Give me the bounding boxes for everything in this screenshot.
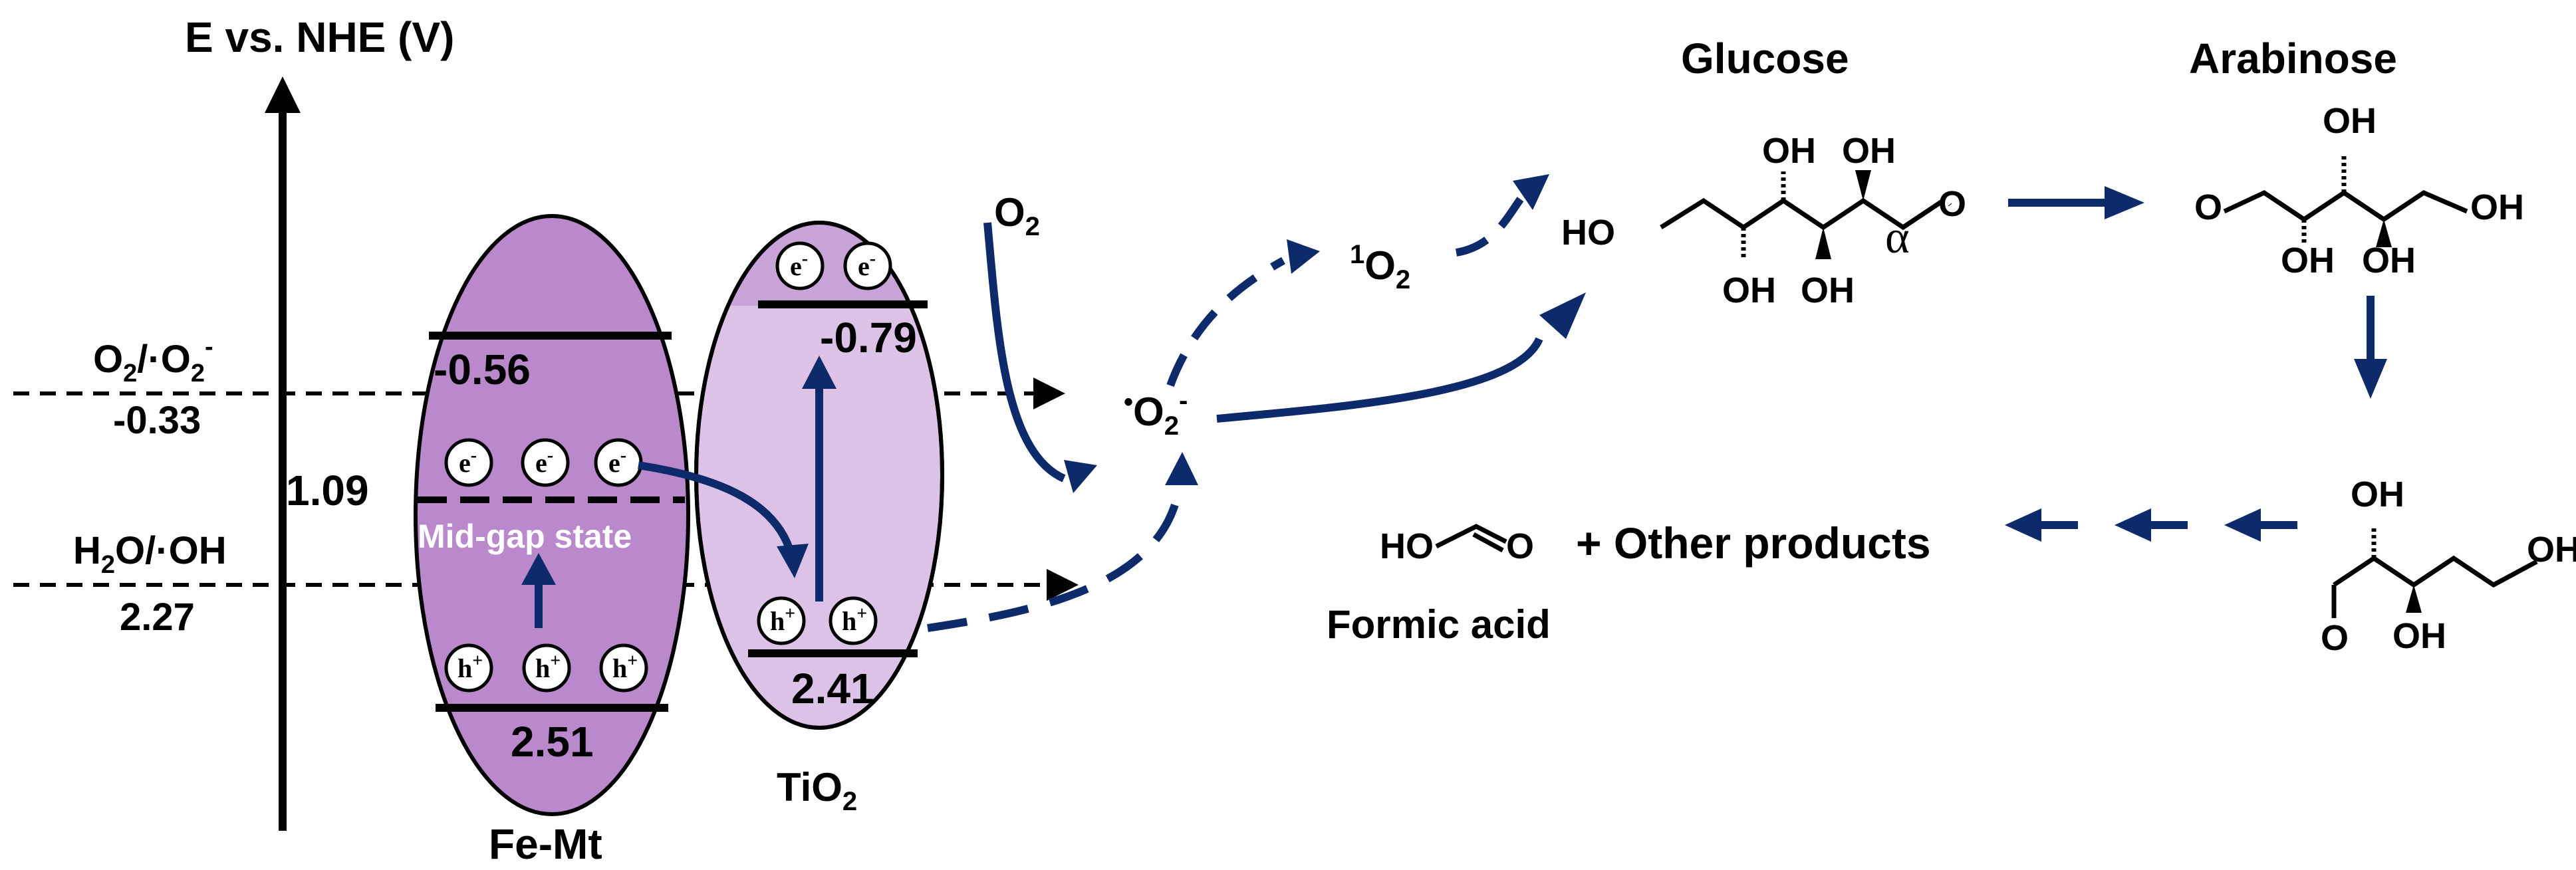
glucose-oh-2: OH [1801, 227, 1855, 310]
svg-text:OH: OH [2323, 101, 2377, 141]
o2-species: O2 [994, 190, 1040, 241]
formic-ho: HO [1380, 526, 1434, 566]
svg-text:e-: e- [858, 249, 876, 281]
h2o-level-value: 2.27 [120, 596, 195, 639]
arabinose-oh-1: OH [2323, 101, 2377, 193]
o2-reduction-arrow [983, 222, 1097, 493]
arabinose-to-erythrose-arrow [2354, 296, 2387, 399]
svg-text:h+: h+ [770, 603, 795, 636]
glucose-oh-4: OH [1722, 227, 1776, 310]
o2-level-label: O2/·O2- -0.33 [93, 333, 213, 442]
tio2-hole-1: h+ [757, 596, 806, 645]
degradation-arrows [2005, 508, 2297, 542]
hole-oxidation-arrow [927, 452, 1198, 632]
glucose-o: O [1938, 184, 1966, 224]
singlet-to-glucose-arrow [1455, 174, 1549, 257]
glucose-structure: Glucose HO O OH OH OH OH α [1561, 35, 1966, 310]
svg-text:h+: h+ [842, 603, 867, 636]
svg-text:OH: OH [1722, 271, 1776, 310]
tio2-cb-value: -0.79 [820, 314, 917, 362]
arabinose-oh-2: OH [2281, 219, 2335, 280]
svg-text:h+: h+ [457, 651, 483, 683]
svg-text:O2/·O2-: O2/·O2- [93, 333, 213, 387]
h2o-level-label: H2O/·OH 2.27 [73, 529, 227, 639]
svg-text:OH: OH [2281, 241, 2335, 280]
tio2-holes: h+ h+ [757, 596, 878, 645]
hole-3: h+ [599, 643, 648, 693]
femt-cb-value: -0.56 [434, 346, 531, 393]
erythrose-oh-end: OH [2527, 530, 2576, 570]
tio2-hole-2: h+ [829, 596, 878, 645]
tio2-excitation-arrow [802, 356, 837, 601]
tio2-electron-1: e- [775, 241, 825, 290]
tio2-electron-2: e- [843, 241, 892, 290]
svg-text:OH: OH [1762, 131, 1816, 171]
electron-3: e- [594, 438, 643, 487]
svg-text:h+: h+ [612, 651, 638, 683]
svg-text:e-: e- [608, 445, 626, 478]
femt-electrons: e- e- e- [444, 438, 643, 487]
svg-text:h+: h+ [535, 651, 561, 683]
midgap-label: Mid-gap state [418, 518, 632, 555]
femt-holes: h+ h+ h+ [444, 643, 648, 693]
glucose-ho: HO [1561, 213, 1615, 253]
femt-excitation-arrow [521, 553, 556, 628]
femt-name: Fe-Mt [489, 820, 602, 868]
tio2-vb-value: 2.41 [791, 665, 874, 712]
svg-text:e-: e- [790, 249, 808, 281]
arabinose-structure: Arabinose O OH OH OH OH [2189, 35, 2524, 280]
svg-text:e-: e- [535, 445, 553, 478]
svg-text:OH: OH [2362, 241, 2416, 280]
electron-transfer-arrow [638, 461, 809, 578]
femt-band: -0.56 Mid-gap state 2.51 Fe-Mt [414, 214, 690, 868]
erythrose-oh-2: OH [2392, 585, 2446, 656]
electron-1: e- [444, 438, 493, 487]
hole-2: h+ [522, 643, 571, 693]
glucose-alpha: α [1885, 212, 1910, 263]
svg-text:OH: OH [2392, 616, 2446, 656]
svg-text:e-: e- [459, 445, 477, 478]
band-gap-label: 1.09 [286, 467, 369, 514]
svg-text:OH: OH [1842, 131, 1896, 171]
femt-vb-value: 2.51 [511, 718, 594, 766]
other-products-label: + Other products [1576, 518, 1931, 568]
tio2-electrons: e- e- [775, 241, 892, 290]
hole-1: h+ [444, 643, 493, 693]
arabinose-oh-3: OH [2362, 219, 2416, 280]
glucose-oh-3: OH [1842, 131, 1896, 201]
formic-o: O [1506, 526, 1534, 566]
formic-acid-name: Formic acid [1327, 602, 1551, 647]
tio2-name: TiO2 [777, 765, 857, 816]
singlet-oxygen-species: 1O2 [1350, 240, 1410, 294]
superoxide-species: •O2- [1124, 386, 1188, 441]
singlet-formation-arrow [1166, 239, 1320, 387]
arabinose-oh-end: OH [2470, 187, 2524, 227]
svg-text:OH: OH [1801, 271, 1855, 310]
arabinose-name: Arabinose [2189, 35, 2397, 82]
axis-label: E vs. NHE (V) [185, 13, 454, 61]
svg-text:H2O/·OH: H2O/·OH [73, 529, 227, 579]
erythrose-structure: O OH OH OH [2321, 475, 2576, 658]
superoxide-to-glucose-arrow [1216, 292, 1586, 423]
svg-text:OH: OH [2351, 475, 2404, 514]
glucose-name: Glucose [1681, 35, 1849, 82]
electron-2: e- [521, 438, 570, 487]
energy-axis: E vs. NHE (V) 1.09 [185, 13, 454, 831]
glucose-oh-1: OH [1762, 131, 1816, 201]
arabinose-o: O [2194, 187, 2222, 227]
erythrose-oh-1: OH [2351, 475, 2404, 558]
o2-level-value: -0.33 [113, 399, 201, 442]
glucose-to-arabinose-arrow [2008, 186, 2144, 219]
formic-acid-structure: HO O Formic acid [1327, 524, 1551, 647]
erythrose-o: O [2321, 618, 2349, 658]
